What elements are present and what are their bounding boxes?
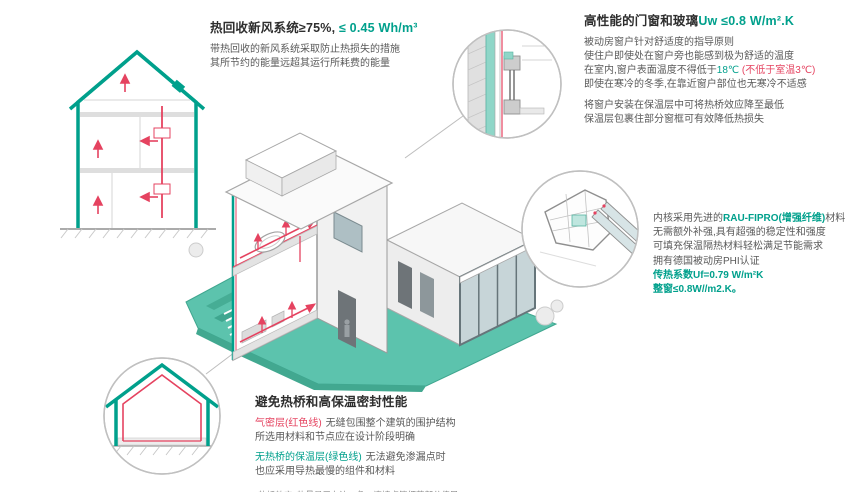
bush-icons (188, 242, 564, 326)
insulation-layer (485, 30, 496, 138)
windows-body-line: 即使在寒冷的冬季,在靠近窗户部位也无寒冷不适感 (584, 79, 807, 91)
u-value-frame: 传热系数Uf=0.79 W/m²K (653, 269, 764, 281)
door-opening (398, 261, 412, 309)
airtight-line: 气密层(红色线)无缝包围整个建筑的围护结构 (255, 417, 565, 431)
connector-line (404, 115, 464, 159)
u-value-window: 整窗≤0.8W//m2.K。 (653, 283, 742, 295)
insulation-text: 无法避免渗漏点时 (365, 452, 446, 464)
ventilation-title-main: 热回收新风系统≥75%, (210, 21, 339, 35)
windows-title-value: Uw ≤0.8 W/m².K (698, 14, 795, 28)
isometric-house-illustration (185, 132, 564, 392)
wall-section-detail-circle (452, 29, 562, 139)
ventilation-body-line: 带热回收的新风系统采取防止热损失的措施 (210, 43, 400, 55)
windows-title-main: 高性能的门窗和玻璃 (584, 14, 699, 28)
insulation-line: 无热桥的保温层(绿色线)无法避免渗漏点时 (255, 451, 565, 465)
airtight-label: 气密层(红色线) (255, 417, 322, 429)
heat-duct-lines (239, 218, 317, 343)
temp-text: 在室内,窗户表面温度不得低于 (584, 65, 717, 77)
windows-body-line: 保温层包裹住部分窗框可有效降低热损失 (584, 113, 764, 125)
fipro-core (571, 214, 587, 227)
windows-body-line: 使住户即使处在窗户旁也能感到极为舒适的温度 (584, 50, 794, 62)
person-figure (344, 319, 350, 337)
material-suffix: 材料 (825, 213, 846, 224)
airtight-text: 无缝包围整个建筑的围护结构 (325, 417, 456, 429)
gasket-seal (593, 211, 597, 215)
material-name: RAU-FIPRO(增强纤维) (723, 213, 826, 224)
ventilation-callout: 热回收新风系统≥75%, ≤ 0.45 Wh/m³ 带热回收的新风系统采取防止热… (210, 20, 465, 71)
thermal-envelope-detail-circle (103, 357, 221, 475)
door-opening (338, 290, 356, 348)
temp-value: 18℃ (716, 65, 742, 77)
gasket-seal (602, 204, 606, 208)
window-opening (420, 272, 434, 318)
windows-title: 高性能的门窗和玻璃Uw ≤0.8 W/m².K (584, 13, 860, 31)
ventilation-title-value: ≤ 0.45 Wh/m³ (338, 21, 418, 35)
thermal-body-line: 所选用材料和节点应在设计阶段明确 (255, 431, 415, 443)
temp-note: (不低于室温3℃) (741, 65, 816, 77)
window-frame-section (503, 99, 521, 115)
thermal-callout: 避免热桥和高保温密封性能 气密层(红色线)无缝包围整个建筑的围护结构 所选用材料… (255, 394, 565, 492)
ventilation-body-line: 其所节约的能量远超其运行所耗费的能量 (210, 57, 390, 69)
profile-material-line: 内核采用先进的RAU-FIPRO(增强纤维)材料 (653, 212, 863, 226)
thermal-title: 避免热桥和高保温密封性能 (255, 395, 408, 409)
windows-body-line: 将窗户安装在保温层中可将热桥效应降至最低 (584, 99, 784, 111)
profile-callout: 内核采用先进的RAU-FIPRO(增强纤维)材料 无需额外补强,具有超强的稳定性… (653, 212, 863, 297)
insulation-label: 无热桥的保温层(绿色线) (255, 452, 362, 464)
airflow-arrow-icons (92, 73, 158, 214)
ventilation-title: 热回收新风系统≥75%, ≤ 0.45 Wh/m³ (210, 20, 465, 38)
section-house-illustration (60, 49, 216, 239)
insulation-green-line (104, 362, 220, 409)
thermal-footnote: *热桥效应: 热量易于在边、角、连接点等细节部分传导 (255, 489, 565, 492)
airtight-red-line (122, 374, 202, 441)
thermal-body-line: 也应采用导热最慢的组件和材料 (255, 466, 395, 478)
main-house-block (224, 132, 394, 362)
windows-body-line: 被动房窗户针对舒适度的指导原则 (584, 36, 734, 48)
ventilation-unit-box (153, 183, 171, 195)
window-profile-detail-circle (521, 170, 639, 288)
roof-vent-unit (171, 79, 186, 93)
window-opening (333, 211, 363, 253)
windows-temperature-line: 在室内,窗户表面温度不得低于18℃ (不低于室温3℃) (584, 64, 860, 78)
profile-body-line: 无需额外补强,具有超强的稳定性和强度 (653, 227, 826, 239)
profile-body-line: 拥有德国被动房PHI认证 (653, 255, 760, 267)
windows-callout: 高性能的门窗和玻璃Uw ≤0.8 W/m².K 被动房窗户针对舒适度的指导原则 … (584, 13, 860, 127)
ventilation-unit-box (153, 127, 171, 139)
material-prefix: 内核采用先进的 (653, 213, 723, 224)
profile-body-line: 可填充保温隔热材料轻松满足节能需求 (653, 241, 823, 253)
